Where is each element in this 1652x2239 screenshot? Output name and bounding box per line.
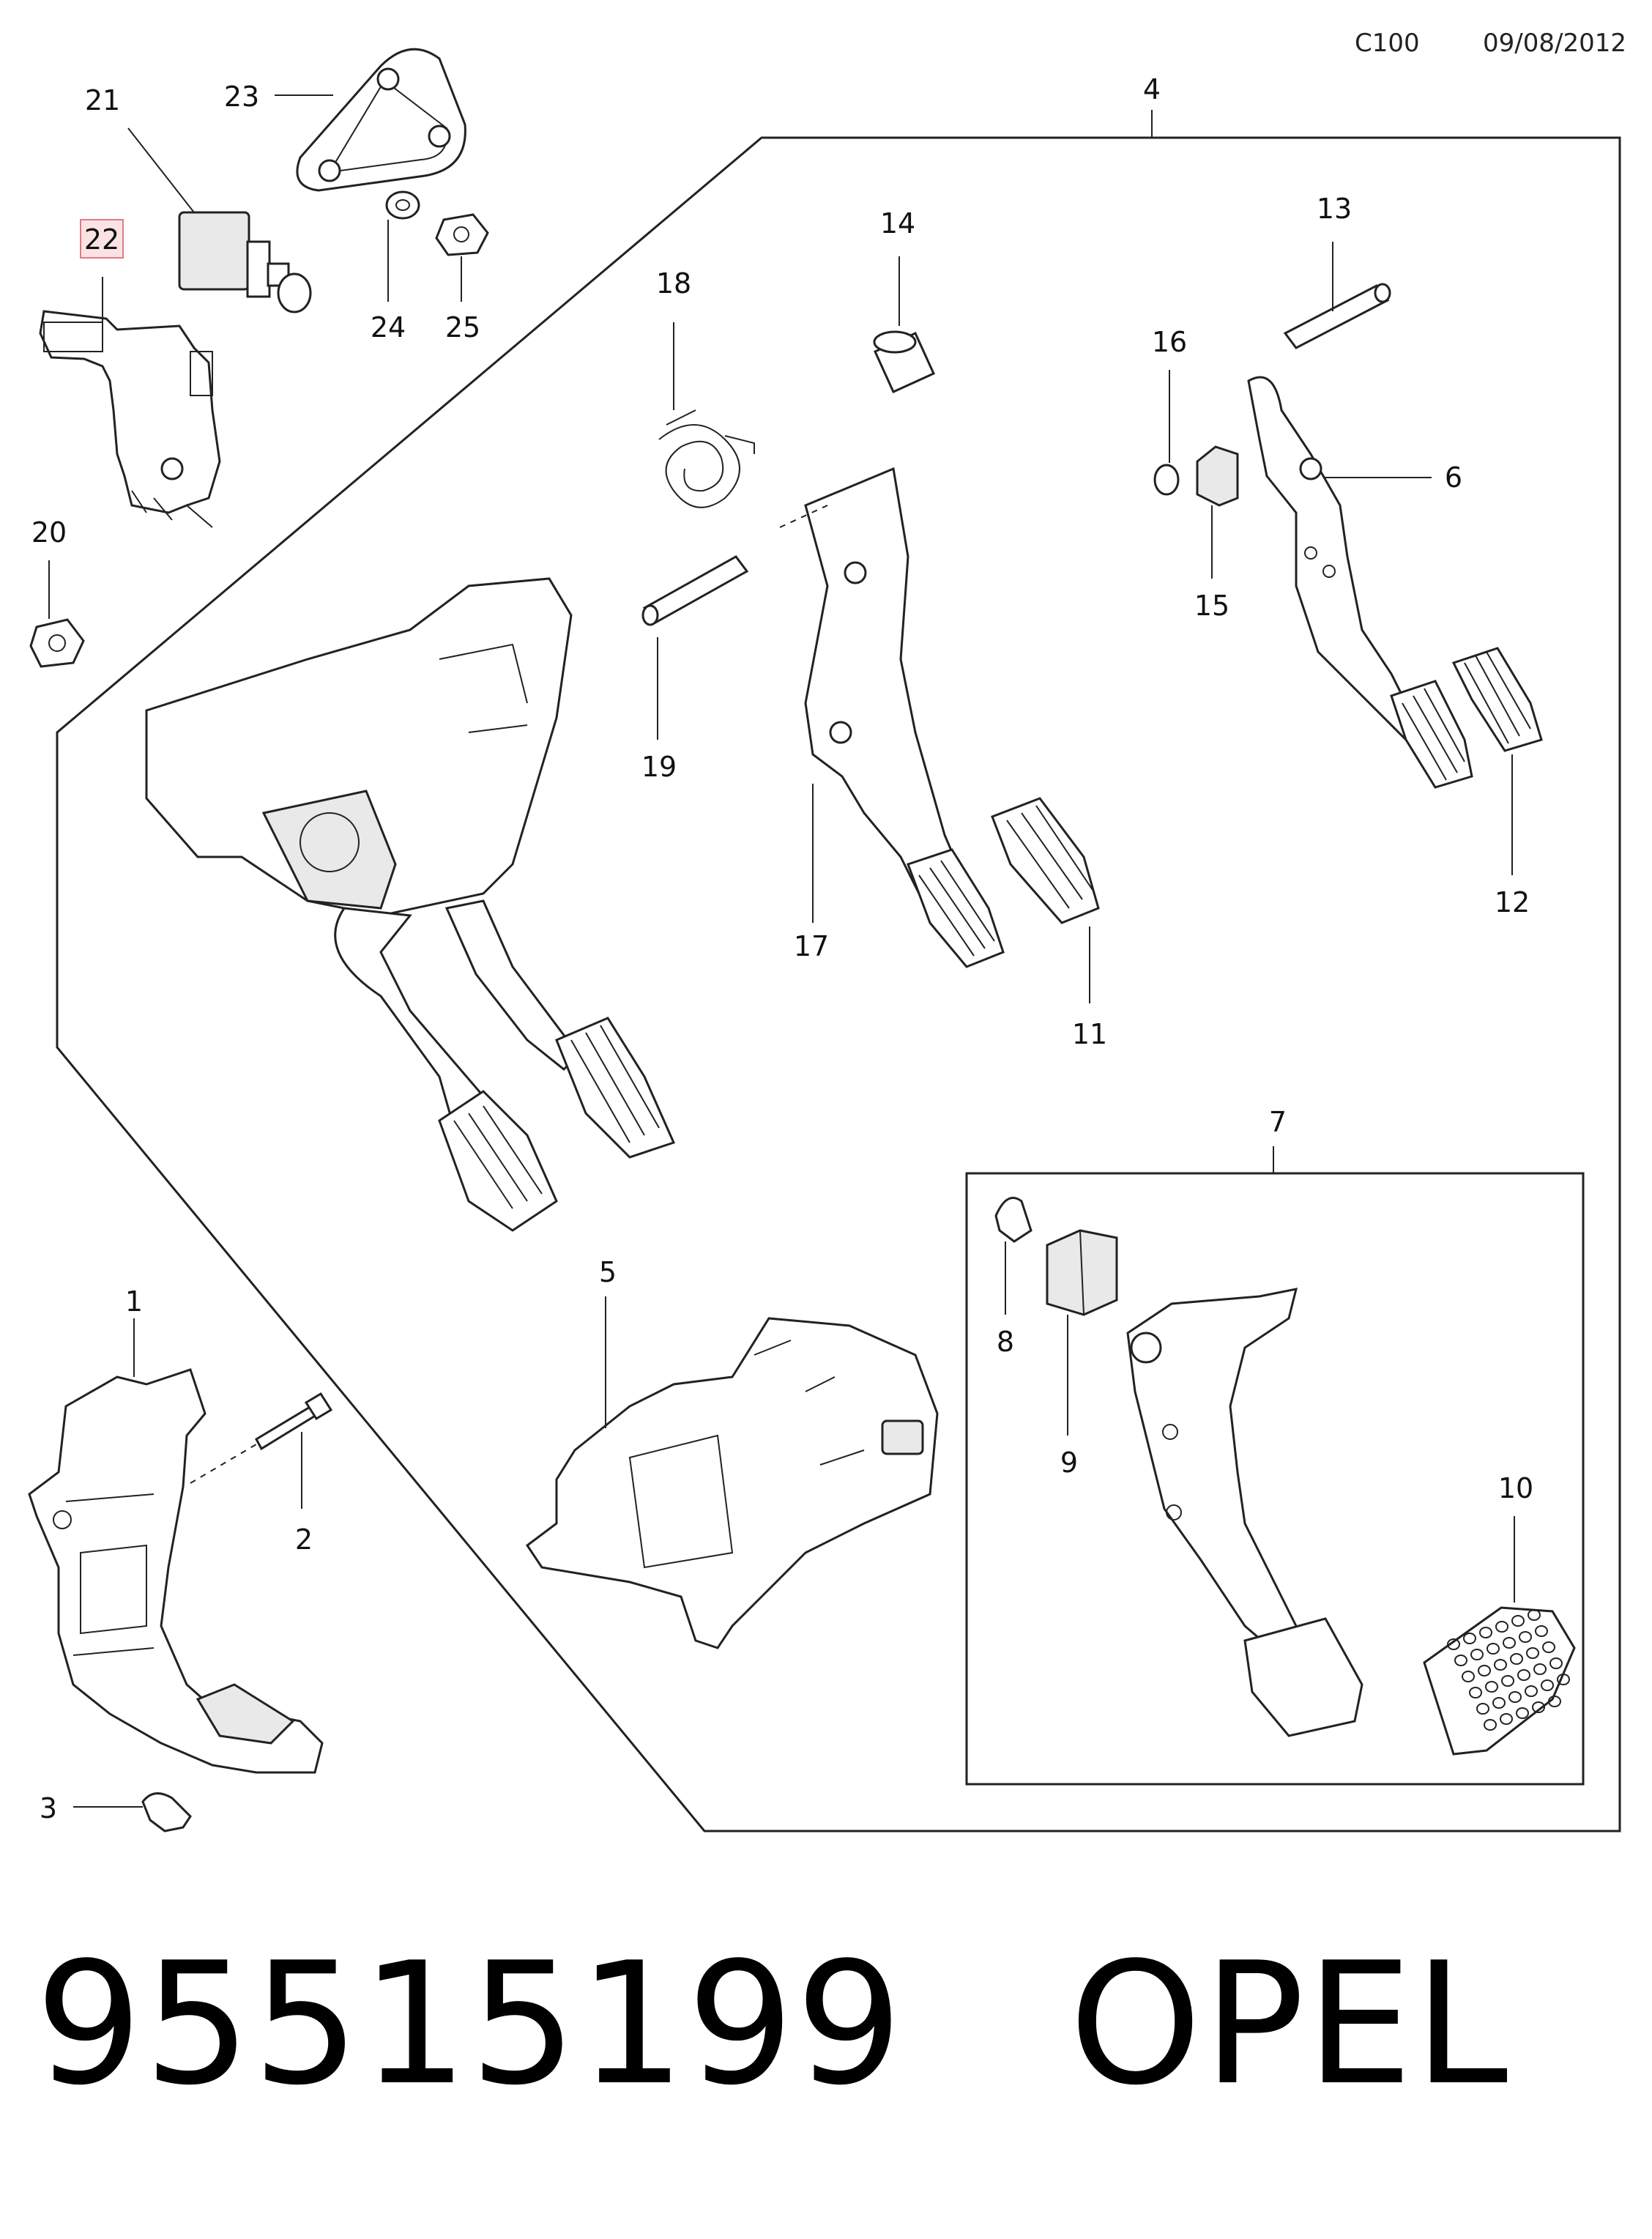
pad-rib-dot xyxy=(1500,1713,1513,1725)
brand-name: OPEL xyxy=(1069,1927,1510,2123)
callout-20: 20 xyxy=(31,516,67,549)
pad-rib-dot xyxy=(1462,1671,1475,1682)
accelerator-module-part-1 xyxy=(28,1368,324,1774)
pedal-bracket-part-5 xyxy=(525,1317,939,1649)
bolt-part-2 xyxy=(190,1392,333,1484)
callout-5: 5 xyxy=(599,1256,617,1288)
pad-rib-dot xyxy=(1542,1641,1555,1653)
pedal-pad-part-11 xyxy=(991,797,1100,924)
cap-part-8 xyxy=(994,1197,1032,1243)
pad-rib-dot xyxy=(1541,1679,1554,1691)
callout-8: 8 xyxy=(997,1326,1014,1358)
leader-21 xyxy=(127,127,195,213)
nut-part-20 xyxy=(29,618,85,668)
callout-11: 11 xyxy=(1072,1018,1107,1050)
washer-part-24 xyxy=(385,190,420,220)
callout-23: 23 xyxy=(224,81,259,113)
callout-13: 13 xyxy=(1317,193,1352,225)
pedal-pad-part-10 xyxy=(1423,1606,1576,1756)
pad-rib-dot xyxy=(1463,1633,1476,1644)
block-part-9 xyxy=(1046,1229,1118,1316)
nut-part-25 xyxy=(435,213,489,256)
pad-rib-dot xyxy=(1516,1707,1529,1719)
callout-17: 17 xyxy=(794,930,829,962)
header-date: 09/08/2012 xyxy=(1483,29,1626,58)
pedal-pad-part-12 xyxy=(1451,647,1543,752)
pad-rib-dot xyxy=(1548,1696,1561,1707)
assembly-4-outline xyxy=(56,136,1621,1833)
callout-6: 6 xyxy=(1445,461,1462,494)
callout-4: 4 xyxy=(1143,73,1161,105)
pad-rib-dot xyxy=(1485,1681,1498,1693)
pad-rib-dot xyxy=(1525,1685,1538,1697)
pad-rib-dot xyxy=(1557,1674,1570,1685)
pad-rib-dot xyxy=(1469,1687,1482,1698)
callout-18: 18 xyxy=(656,267,691,300)
sensor-part-22 xyxy=(39,310,221,528)
spring-part-18 xyxy=(658,409,755,508)
callout-2: 2 xyxy=(295,1523,313,1556)
part-number: 95515199 xyxy=(35,1927,904,2123)
pedal-lever-subassembly-7 xyxy=(1126,1288,1363,1737)
callout-22-highlight xyxy=(80,219,124,259)
clutch-lever-part-17 xyxy=(779,467,1005,968)
pad-rib-dot xyxy=(1533,1663,1547,1675)
pad-rib-dot xyxy=(1508,1691,1522,1703)
pad-rib-dot xyxy=(1470,1649,1484,1660)
callout-12: 12 xyxy=(1495,886,1530,918)
callout-19: 19 xyxy=(641,751,677,783)
pad-rib-dot xyxy=(1476,1703,1489,1715)
callout-16: 16 xyxy=(1152,326,1187,358)
pad-rib-dot xyxy=(1484,1719,1497,1731)
pad-rib-dot xyxy=(1447,1638,1460,1650)
brake-lever-part-6 xyxy=(1247,376,1473,789)
pad-rib-dot xyxy=(1495,1621,1508,1633)
callout-3: 3 xyxy=(40,1792,57,1824)
subassembly-7-outline xyxy=(965,1172,1585,1786)
pad-rib-dot xyxy=(1526,1647,1539,1659)
pad-rib-dot xyxy=(1492,1697,1506,1709)
pad-rib-dot xyxy=(1532,1701,1545,1713)
bracket-part-23 xyxy=(296,48,466,192)
bushing-part-14 xyxy=(873,330,935,393)
pin-part-13 xyxy=(1283,283,1391,349)
pad-rib-dot xyxy=(1511,1615,1525,1627)
bumper-part-15 xyxy=(1196,445,1239,507)
pad-rib-dot xyxy=(1503,1637,1516,1649)
pad-rib-dot xyxy=(1479,1627,1492,1638)
pad-rib-dot xyxy=(1535,1625,1548,1637)
callout-7: 7 xyxy=(1269,1106,1287,1138)
pad-rib-dot xyxy=(1501,1675,1514,1687)
callout-10: 10 xyxy=(1498,1472,1533,1504)
clip-part-16 xyxy=(1153,464,1180,496)
pad-rib-dot xyxy=(1517,1669,1530,1681)
header-code: C100 xyxy=(1355,29,1420,58)
part-number-footer: 95515199 OPEL xyxy=(35,1941,1509,2109)
pad-rib-dot xyxy=(1454,1655,1467,1666)
pad-rib-dot xyxy=(1528,1609,1541,1621)
callout-9: 9 xyxy=(1060,1447,1078,1479)
callout-25: 25 xyxy=(445,311,480,344)
pad-rib-dot xyxy=(1519,1631,1532,1643)
brake-switch-part-21 xyxy=(178,211,312,313)
callout-14: 14 xyxy=(880,207,915,240)
pad-rib-dot xyxy=(1510,1653,1523,1665)
clip-part-3 xyxy=(141,1792,192,1833)
pad-rib-dot xyxy=(1487,1643,1500,1655)
pad-rib-dot xyxy=(1549,1657,1563,1669)
pad-rib-dot xyxy=(1494,1659,1507,1671)
callout-1: 1 xyxy=(125,1285,143,1318)
pedal-box-assembly xyxy=(145,577,676,1232)
pin-part-19 xyxy=(641,555,749,626)
callout-15: 15 xyxy=(1194,590,1229,622)
pad-rib-dot xyxy=(1478,1665,1491,1677)
callout-24: 24 xyxy=(371,311,406,344)
callout-22: 22 xyxy=(84,223,119,256)
callout-21: 21 xyxy=(85,84,120,116)
